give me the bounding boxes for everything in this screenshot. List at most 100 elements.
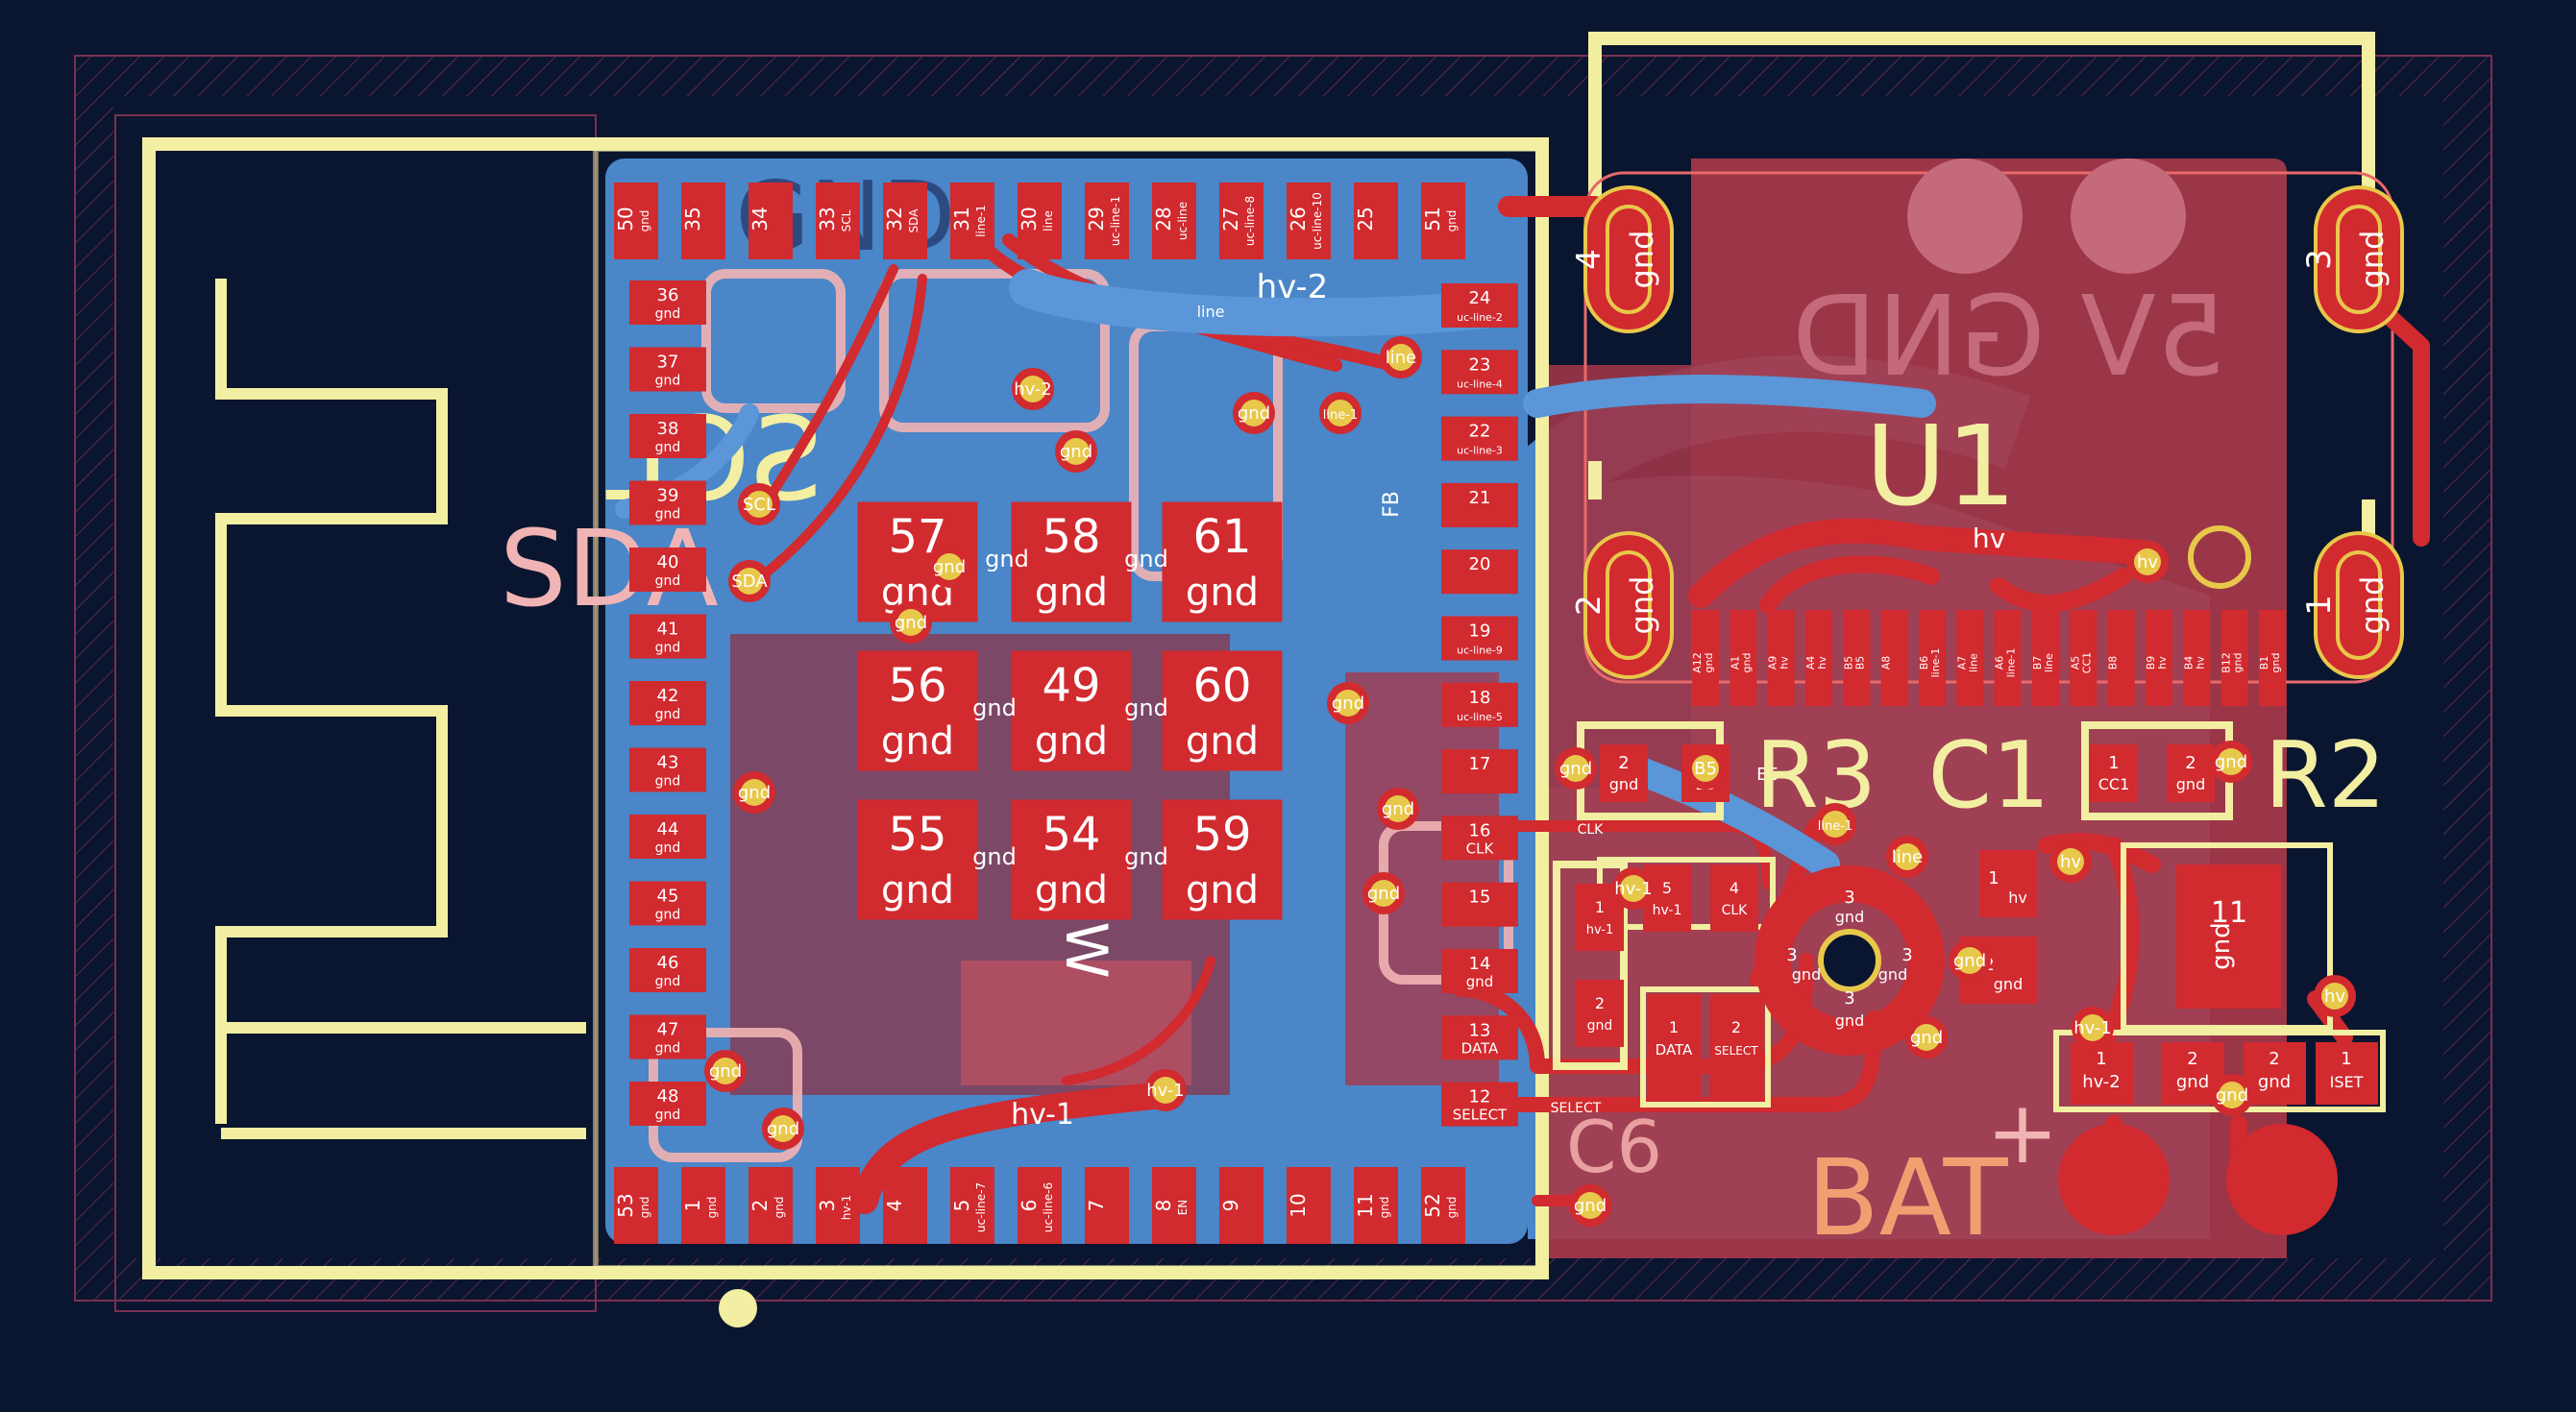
- r3-pad-2-net: gnd: [1609, 775, 1638, 793]
- via-net-label: gnd: [767, 1119, 799, 1139]
- module-center-pad: [1162, 501, 1283, 622]
- pad-net-label: gnd: [655, 1041, 681, 1057]
- pad-net-label: gnd: [1186, 868, 1259, 913]
- pad-number: 4: [883, 1200, 906, 1212]
- module-pad-right: [1441, 616, 1518, 661]
- trace-label-line: line: [1197, 303, 1225, 321]
- pad-number: 8: [1152, 1200, 1175, 1212]
- module-pad-bottom: [883, 1167, 927, 1244]
- select-pad-num: 2: [1731, 1018, 1741, 1036]
- connector-pin-net: gnd: [2354, 576, 2391, 635]
- r2-pad-2-num: 2: [2185, 753, 2196, 773]
- pad-number: 14: [1469, 954, 1491, 974]
- pad-number: 44: [657, 819, 679, 840]
- pad-number: 27: [1219, 207, 1242, 231]
- pad-net-label: uc-line-9: [1457, 645, 1503, 657]
- via-net-label: SDA: [731, 572, 768, 592]
- module-pad-bottom: [1085, 1167, 1129, 1244]
- connector-pin-number: 2: [1570, 595, 1608, 616]
- br-pad-3-net: gnd: [2258, 1072, 2291, 1092]
- via-net-label: line-1: [1818, 819, 1852, 834]
- module-pad-left: [629, 480, 706, 525]
- inductor-pad-b-net: gnd: [1792, 965, 1821, 984]
- pad-net-label: gnd: [655, 306, 681, 322]
- usb-pin-pad: [1805, 610, 1832, 706]
- inductor-pad-b: 3: [1786, 945, 1797, 965]
- usb-pin-net: line-1: [2005, 648, 2018, 678]
- silk-bat: BAT: [1806, 1136, 2008, 1259]
- via-net-label: gnd: [738, 783, 771, 803]
- pad-gap-net-label: gnd: [1124, 694, 1168, 721]
- inductor-pad-c: 3: [1901, 945, 1912, 965]
- usb-pin-pad: [1767, 610, 1795, 706]
- silk-r3: R3: [1755, 723, 1877, 829]
- pad-number: 51: [1421, 207, 1444, 231]
- pad-net-label: gnd: [1445, 210, 1459, 232]
- pad-number: 26: [1287, 207, 1310, 231]
- mount-hole-a: [1907, 158, 2023, 274]
- silk-u1: U1: [1865, 402, 2016, 531]
- usb-pin-name: B1: [2258, 656, 2270, 670]
- pad-net-label: gnd: [1186, 719, 1259, 764]
- pad-net-label: gnd: [638, 210, 651, 232]
- pad-number: 6: [1018, 1200, 1041, 1212]
- pad-number: 28: [1152, 207, 1175, 231]
- via-net-label: gnd: [1367, 884, 1400, 904]
- pad-number: 41: [657, 620, 679, 640]
- pad-number: 3: [816, 1200, 839, 1212]
- module-pad-top: [748, 183, 793, 259]
- module-pad-right: [1441, 350, 1518, 395]
- pad-number: 59: [1192, 808, 1251, 862]
- pad-net-label: gnd: [655, 974, 681, 989]
- module-pad-bottom: [1219, 1167, 1263, 1244]
- usb-pin-net: line-1: [1929, 648, 1942, 678]
- battery-pad-minus: [2226, 1124, 2338, 1235]
- via-net-label: gnd: [2215, 752, 2247, 772]
- pad-net-label: gnd: [1445, 1197, 1459, 1219]
- module-pad-right: [1441, 682, 1518, 727]
- usb-pin-net: hv: [1816, 656, 1828, 669]
- module-pad-left: [629, 548, 706, 592]
- r3-pad-2-num: 2: [1618, 753, 1629, 773]
- pad-net-label: gnd: [1035, 868, 1108, 913]
- via-net-label: gnd: [2216, 1085, 2248, 1106]
- via-net-label: line-1: [1323, 408, 1358, 423]
- module-pad-right: [1441, 1015, 1518, 1060]
- usb-pin-name: B4: [2182, 656, 2195, 670]
- module-pad-right: [1441, 283, 1518, 328]
- module-pad-top: [1085, 183, 1129, 259]
- module-pad-bottom: [950, 1167, 994, 1244]
- pad-net-label: uc-line-7: [974, 1182, 988, 1232]
- pad-number: 18: [1469, 688, 1491, 708]
- pad-number: 7: [1085, 1200, 1108, 1212]
- module-pad-left: [629, 347, 706, 392]
- pad-number: 2: [748, 1200, 772, 1212]
- usb-pin-name: A12: [1691, 652, 1704, 673]
- c-hv1-pad-5-num: 5: [1662, 879, 1672, 897]
- usb-pin-pad: [1919, 610, 1946, 706]
- pad-net-label: gnd: [705, 1197, 719, 1219]
- via-net-label: hv: [2137, 552, 2158, 572]
- module-pad-top: [1018, 183, 1062, 259]
- via-net-label: hv: [2324, 986, 2345, 1007]
- pad-number: 53: [614, 1193, 637, 1217]
- pad-net-label: gnd: [655, 507, 681, 523]
- pad-number: 49: [1042, 659, 1100, 713]
- pad-net-label: gnd: [655, 707, 681, 722]
- right-hv-pad-num: 1: [1988, 868, 1999, 889]
- silk-c1: C1: [1928, 723, 2050, 829]
- front-copper-zone: [730, 158, 2287, 1258]
- pad-number: 56: [888, 659, 946, 713]
- pad-number: 31: [950, 207, 973, 231]
- pad-number: 55: [888, 808, 946, 862]
- connector-pin-net: gnd: [1624, 576, 1660, 635]
- module-pad-left: [629, 1082, 706, 1126]
- via-net-label: hv-1: [1146, 1081, 1185, 1101]
- usb-pin-name: A6: [1994, 656, 2006, 670]
- inductor-pad-d-net: gnd: [1835, 1011, 1864, 1030]
- pad-net-label: uc-line-2: [1457, 311, 1503, 324]
